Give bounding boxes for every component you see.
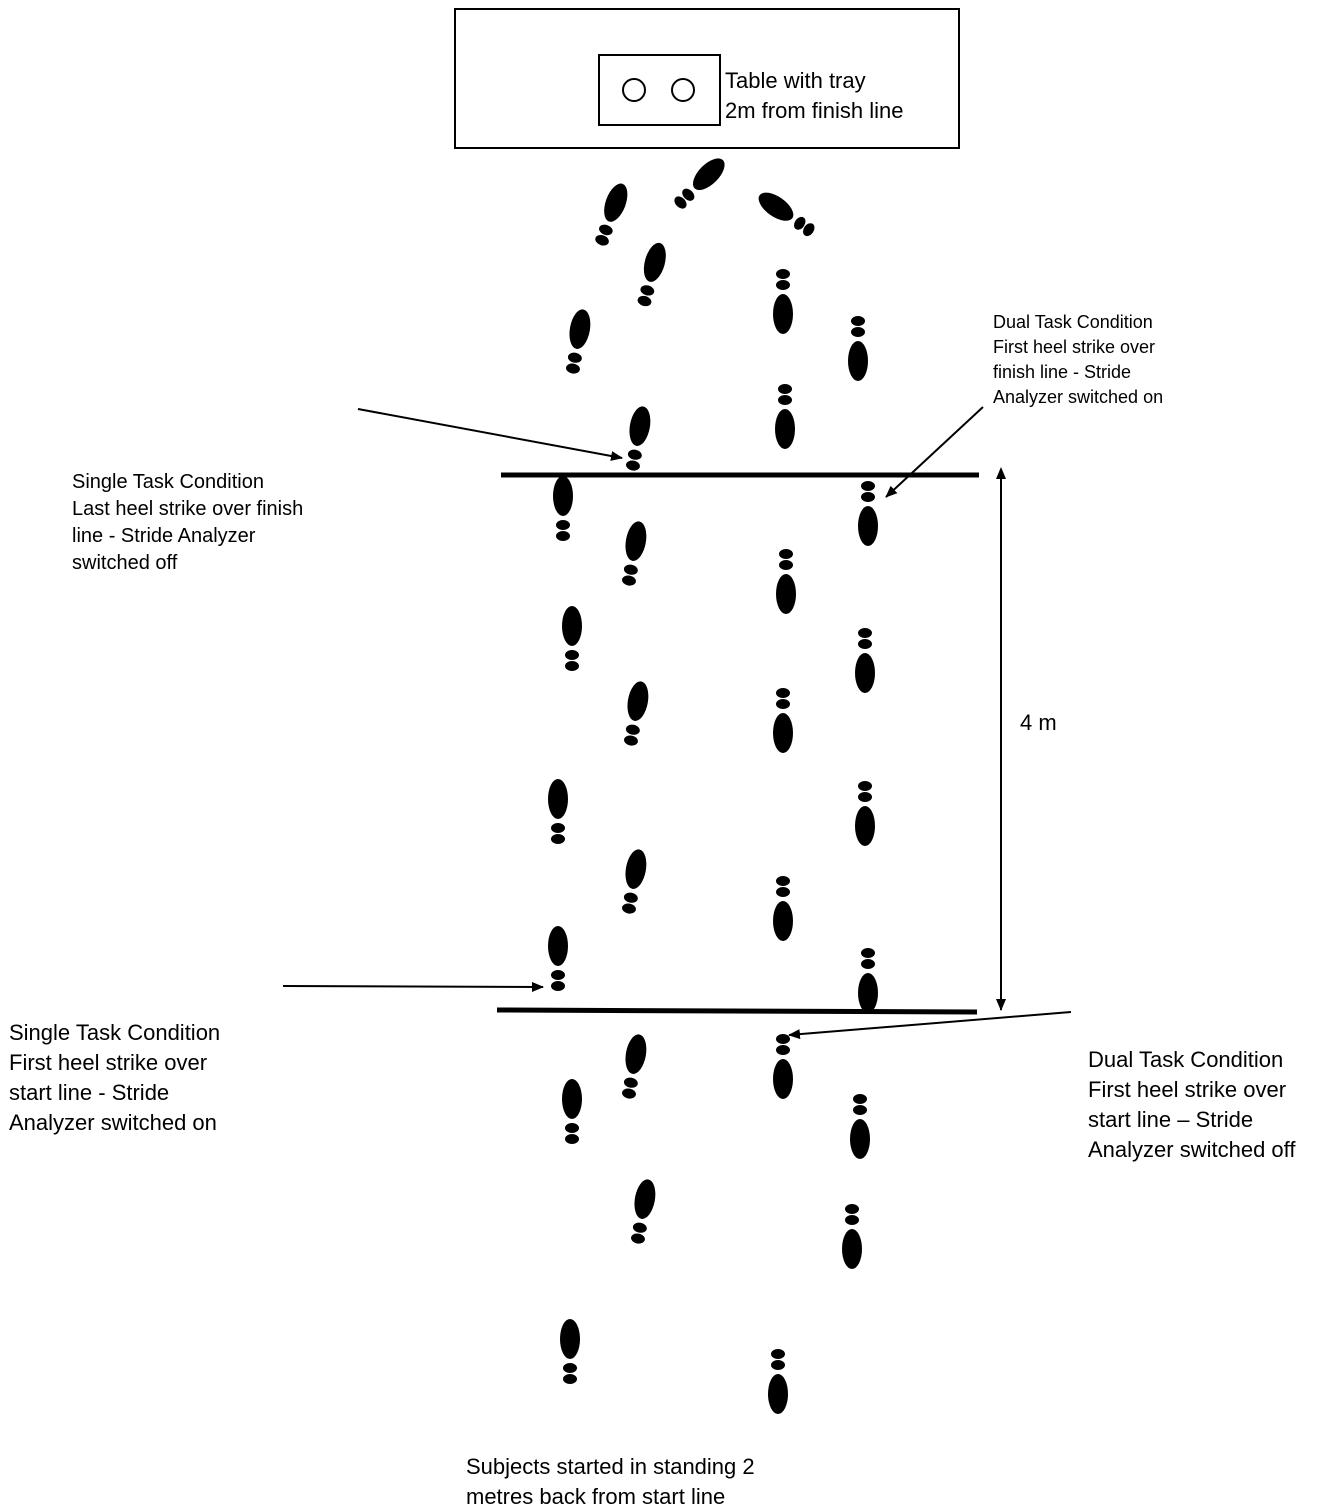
distance-label: 4 m [1020,708,1057,738]
footprint-icon [773,688,793,753]
footprint-icon [618,519,650,588]
arrow-single-task-finish [357,408,623,461]
table-label: Table with tray 2m from finish line [725,66,904,126]
dual-task-start-label: Dual Task Condition First heel strike ov… [1088,1045,1295,1165]
label-line: Analyzer switched off [1088,1137,1296,1162]
footprint-icon [618,1032,650,1101]
label-line: Analyzer switched on [9,1110,217,1135]
start-line [496,1007,978,1015]
single-task-finish-label: Single Task Condition Last heel strike o… [72,469,303,577]
distance-text: 4 m [1020,710,1057,735]
label-line: Single Task Condition [72,471,264,493]
footprint-icon [562,1079,582,1144]
tray-cup-icon [622,78,646,102]
footprint-icon [560,1319,580,1384]
arrow-dual-task-finish [885,406,984,498]
label-line: First heel strike over [9,1050,208,1075]
single-task-start-label: Single Task Condition First heel strike … [9,1018,220,1138]
caption: Subjects started in standing 2 metres ba… [466,1452,755,1512]
label-line: Last heel strike over finish [72,498,304,520]
label-line: start line – Stride [1088,1107,1254,1132]
footprint-icon [850,1094,870,1159]
label-line: Dual Task Condition [993,312,1153,332]
footprint-icon [618,847,650,916]
footprint-icon [548,779,568,844]
caption-line: metres back from start line [466,1484,726,1509]
footprint-icon [562,307,594,376]
label-line: start line - Stride [9,1080,170,1105]
footprint-icon [548,926,568,991]
footprint-icon [753,187,819,241]
caption-line: Subjects started in standing 2 [466,1454,755,1479]
footprint-icon [773,1034,793,1099]
label-line: First heel strike over [993,337,1156,357]
table-label-line: 2m from finish line [725,98,904,123]
footprint-icon [553,476,573,541]
footprint-icon [627,1177,659,1246]
tray-box [598,54,721,126]
label-line: finish line - Stride [993,362,1132,382]
footprint-icon [773,876,793,941]
footprint-icon [633,240,670,309]
footprint-icon [848,316,868,381]
table-box [454,8,960,149]
footprint-icon [590,180,632,249]
arrow-dual-task-start [788,1011,1072,1040]
footprint-icon [776,549,796,614]
arrow-single-task-start [282,981,544,992]
label-line: Single Task Condition [9,1020,221,1045]
footprint-icon [669,153,730,214]
label-line: Analyzer switched on [993,387,1164,407]
tray-cup-icon [671,78,695,102]
footprint-icon [855,628,875,693]
footprint-icon [620,679,652,748]
footprint-icon [768,1349,788,1414]
footprint-trail [548,153,878,1414]
footprint-icon [773,269,793,334]
footprint-icon [855,781,875,846]
footprint-icon [775,384,795,449]
label-line: First heel strike over [1088,1077,1287,1102]
footprint-icon [562,606,582,671]
footprint-icon [622,404,654,473]
dual-task-finish-label: Dual Task Condition First heel strike ov… [993,310,1163,410]
footprint-icon [858,481,878,546]
footprint-icon [858,948,878,1013]
footprint-icon [842,1204,862,1269]
label-line: switched off [72,552,178,574]
table-label-line: Table with tray [725,68,866,93]
label-line: Dual Task Condition [1088,1047,1284,1072]
label-line: line - Stride Analyzer [72,525,256,547]
